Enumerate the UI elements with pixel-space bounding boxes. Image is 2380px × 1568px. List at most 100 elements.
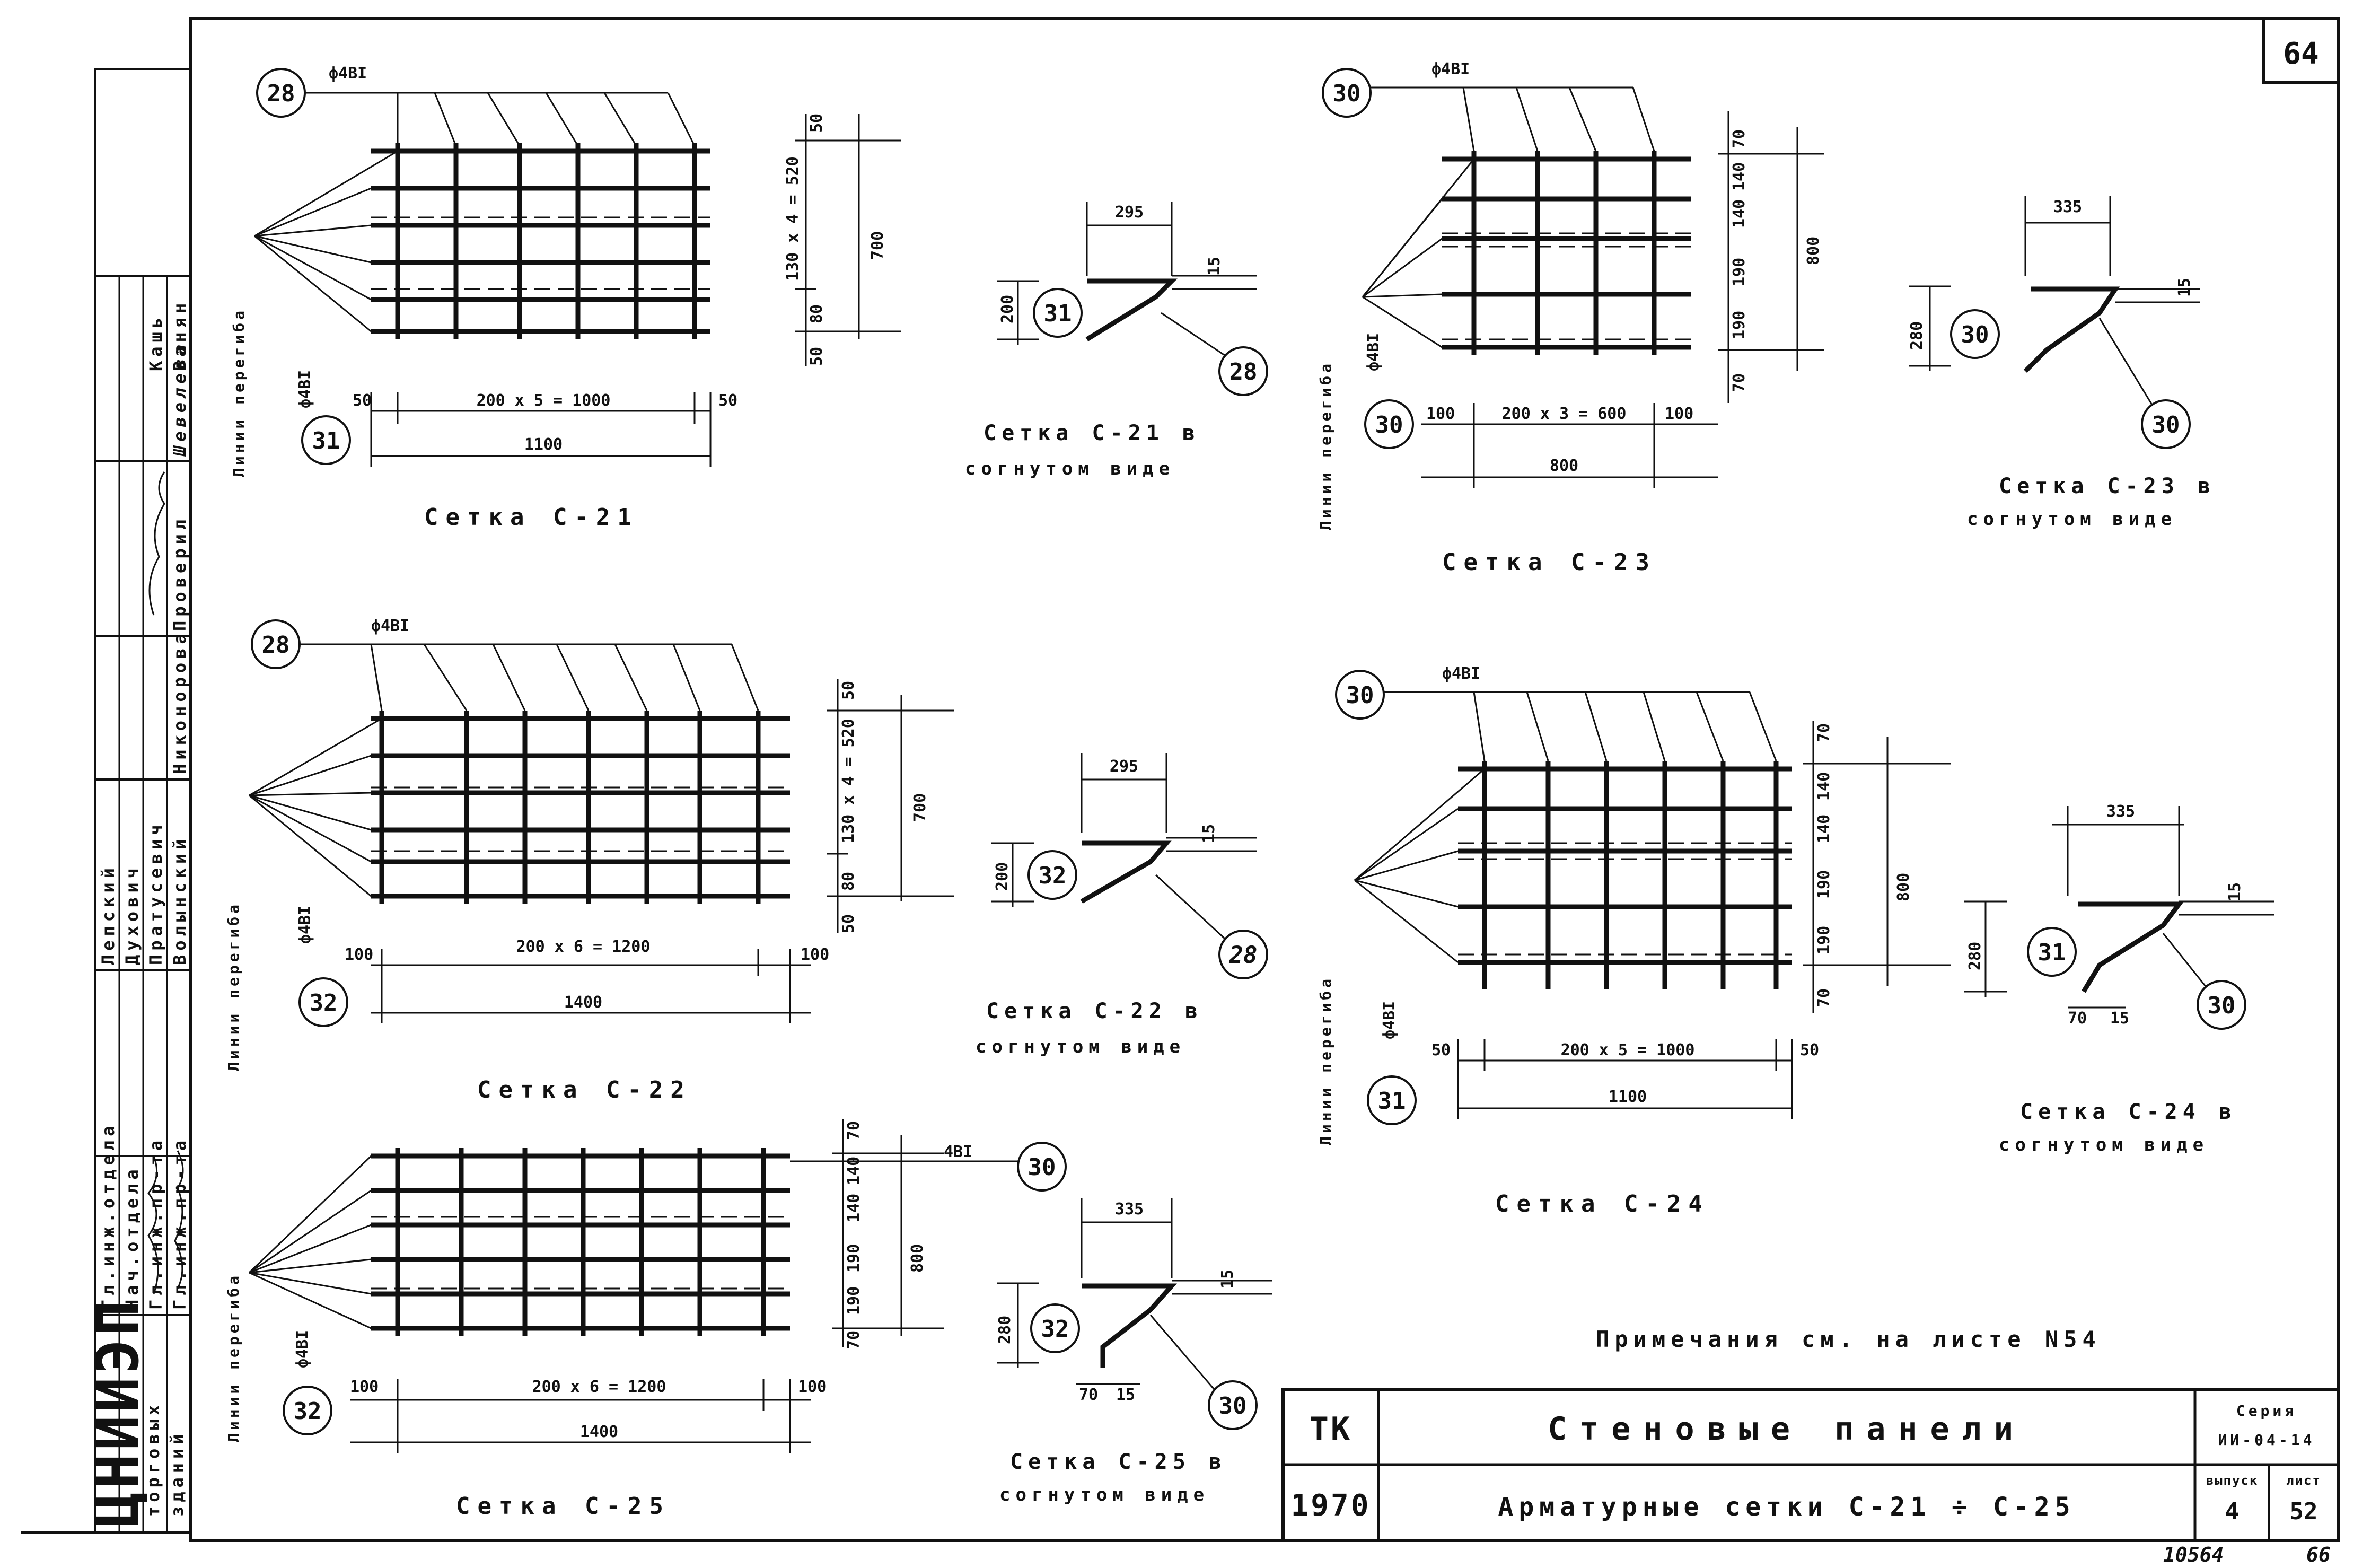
dim-c22-total: 1400 <box>564 993 602 1012</box>
title-c22b-2: согнутом виде <box>976 1036 1185 1057</box>
dim-c21-v-top: 50 <box>807 113 826 133</box>
title-c25b-2: согнутом виде <box>999 1484 1209 1505</box>
stamp-role-1: Гл.инж.отдела <box>98 1122 118 1310</box>
tb-year: 1970 <box>1291 1488 1371 1523</box>
page-number: 64 <box>2283 37 2318 71</box>
bent-c22: 32 28 295 200 15 Сетка С-22 в согнутом в… <box>976 753 1268 1057</box>
pos-c23b-a: 30 <box>1961 321 1989 348</box>
dim-c21b-h: 200 <box>998 295 1017 323</box>
pos-c23b-b: 30 <box>2152 411 2180 439</box>
dim-c23-v-total: 800 <box>1804 236 1823 265</box>
stamp-org: ЦНИИЭП <box>84 1298 152 1527</box>
tb-sheet-value: 52 <box>2290 1498 2318 1525</box>
dim-c22-v-total: 700 <box>911 793 929 822</box>
tb-issue-label: выпуск <box>2206 1473 2259 1488</box>
title-c24: Сетка С-24 <box>1495 1190 1710 1217</box>
dim-c25-v-2: 140 <box>845 1194 863 1222</box>
dim-c24-v-3: 190 <box>1815 870 1833 899</box>
title-c21b-1: Сетка С-21 в <box>983 421 1200 445</box>
dim-c25-side-r: 100 <box>798 1378 827 1396</box>
pos-c22-top: 28 <box>262 632 290 659</box>
pos-c23-bot: 30 <box>1375 411 1403 439</box>
bent-c25: 32 30 335 280 15 70 15 Сетка С-25 в согн… <box>996 1198 1272 1505</box>
mesh-c24: 30 ф4ВI Линии перегиба ф4ВI 31 <box>1317 664 1951 1217</box>
dim-c25-v-3: 190 <box>845 1244 863 1273</box>
stamp-org-sub1: торговых <box>143 1401 163 1517</box>
bar-c21: ф4ВI <box>329 64 367 83</box>
pos-c25b-a: 32 <box>1041 1316 1069 1343</box>
dim-c25b-lip2: 70 <box>1079 1386 1098 1404</box>
dim-c25-v-total: 800 <box>908 1244 927 1273</box>
tb-series-label: Серия <box>2236 1402 2297 1420</box>
title-c21b-2: согнутом виде <box>965 458 1175 479</box>
title-c23: Сетка С-23 <box>1442 549 1657 576</box>
stamp-name-1: Лепский <box>98 864 118 965</box>
pos-c21-top: 28 <box>267 80 295 107</box>
pos-c24-top: 30 <box>1346 682 1374 709</box>
page-number-box <box>2262 17 2340 84</box>
title-c22: Сетка С-22 <box>477 1076 692 1103</box>
pos-c23-top: 30 <box>1333 80 1361 107</box>
dim-c21-v-bot2: 50 <box>807 347 826 366</box>
notes-reference: Примечания см. на листе N54 <box>1596 1326 2101 1352</box>
footnote-right: 66 <box>2306 1543 2331 1566</box>
dim-c25-v-0: 70 <box>845 1121 863 1140</box>
dim-c24-side-l: 50 <box>1431 1041 1451 1059</box>
mesh-c25: 4ВI 30 Линии перегиба ф4ВI 32 100 100 20… <box>225 1119 1067 1520</box>
bar-c21-v: ф4ВI <box>296 370 314 408</box>
tb-sheet-label: лист <box>2286 1473 2321 1488</box>
bend-lines-c21: Линии перегиба <box>230 308 248 477</box>
stamp-extra-role1: Проверил <box>170 515 190 631</box>
signature <box>174 1150 184 1289</box>
dim-c22-v-bot1: 80 <box>839 872 858 891</box>
mesh-c21: 28 ф4ВI Линии перегиба ф4ВI 31 <box>230 64 901 531</box>
pos-c22b-a: 32 <box>1039 862 1067 889</box>
dim-c24-v-1: 140 <box>1815 772 1833 801</box>
signature <box>148 471 165 616</box>
dim-c25-total: 1400 <box>580 1423 618 1441</box>
title-c24b-1: Сетка С-24 в <box>2020 1100 2237 1124</box>
dim-c22-v-mid: 130 х 4 = 520 <box>839 719 858 843</box>
dim-c25-v-5: 70 <box>845 1330 863 1350</box>
tb-code: ТК <box>1310 1411 1352 1448</box>
dim-c21-v-mid: 130 х 4 = 520 <box>784 156 802 281</box>
pos-c24-bot: 31 <box>1378 1088 1406 1115</box>
title-c24b-2: согнутом виде <box>1999 1134 2209 1155</box>
pos-c22-bot: 32 <box>310 989 338 1017</box>
pos-c25-bot: 32 <box>294 1398 322 1425</box>
bent-c23: 30 30 335 280 15 Сетка С-23 в согнутом в… <box>1908 196 2210 530</box>
dim-c22b-top: 295 <box>1110 757 1138 776</box>
dim-c23b-lip: 15 <box>2175 278 2194 297</box>
bar-c23-v: ф4ВI <box>1364 333 1383 371</box>
bend-lines-c25: Линии перегиба <box>225 1273 242 1442</box>
dim-c23-total: 800 <box>1550 457 1578 475</box>
dim-c23-v-2: 140 <box>1730 199 1749 228</box>
dim-c24-v-2: 140 <box>1815 814 1833 843</box>
sheet-border <box>189 17 2340 1542</box>
dim-c25-v-1: 140 <box>845 1157 863 1185</box>
dim-c24-spacing: 200 х 5 = 1000 <box>1561 1041 1695 1059</box>
dim-c22b-h: 200 <box>993 862 1012 891</box>
dim-c23-v-4: 190 <box>1730 311 1749 339</box>
pos-c24b-b: 30 <box>2208 992 2236 1019</box>
stamp-name-2: Духович <box>122 864 142 965</box>
dim-c22b-lip: 15 <box>1200 824 1218 843</box>
stamp-role-4: Гл.инж.пр-та <box>170 1136 190 1310</box>
dim-c25b-h: 280 <box>996 1316 1014 1344</box>
dim-c22-v-bot2: 50 <box>839 914 858 933</box>
title-c25b-1: Сетка С-25 в <box>1010 1450 1227 1474</box>
stamp-name-4: Волынский <box>170 835 190 965</box>
stamp-extra-name2: Ванян <box>170 299 190 371</box>
dim-c24b-h: 280 <box>1966 942 1984 970</box>
bar-c22-v: ф4ВI <box>296 906 314 944</box>
dim-c25b-top: 335 <box>1115 1200 1144 1219</box>
dim-c21-v-total: 700 <box>868 231 887 260</box>
pos-c25-top: 30 <box>1028 1154 1056 1181</box>
dim-c25b-lip: 15 <box>1218 1269 1237 1289</box>
stamp-extra-role2: Кашь <box>146 313 166 371</box>
bend-lines-c23: Линии перегиба <box>1317 361 1334 530</box>
mesh-c22: 28 ф4ВI Линии перегиба ф4ВI 3 <box>225 617 954 1103</box>
bar-c25-v: ф4ВI <box>293 1330 312 1368</box>
bar-c25-right: 4ВI <box>944 1143 972 1161</box>
